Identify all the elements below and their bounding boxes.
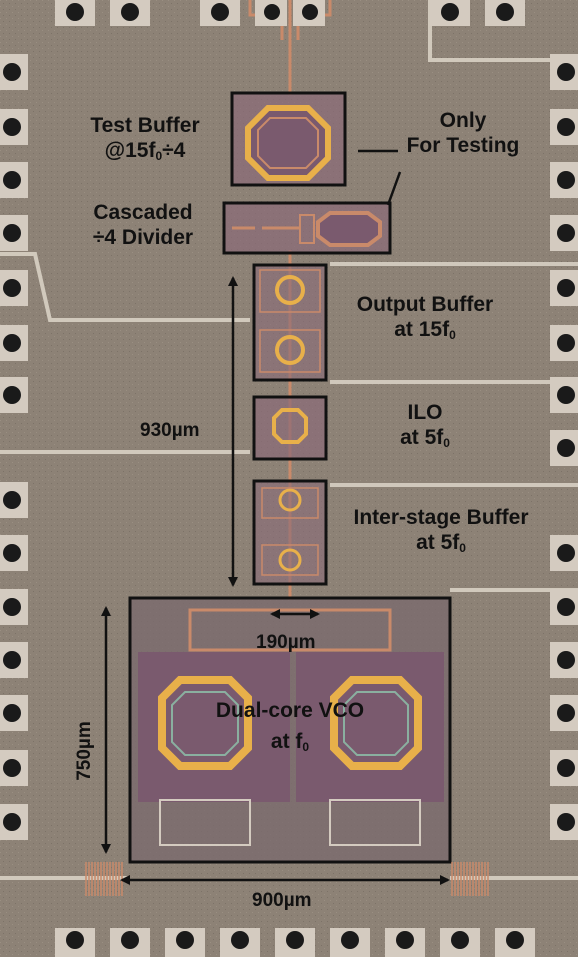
- label-interstage-buffer: Inter-stage Buffer at 5f0: [353, 506, 529, 556]
- annotation-arrows: [101, 149, 450, 885]
- dim-label-750: 750µm: [74, 721, 95, 781]
- pad-left-3-bond: [3, 224, 21, 242]
- pad-right-2-bond: [557, 171, 575, 189]
- pad-left-11-bond: [3, 704, 21, 722]
- pads-bottom: [55, 928, 535, 957]
- pad-left-9-bond: [3, 598, 21, 616]
- pad-right-4-bond: [557, 279, 575, 297]
- pad-left-0-bond: [3, 63, 21, 81]
- test-buffer-block: [230, 91, 347, 187]
- interstage-buffer-block: [252, 479, 328, 586]
- pad-left-2-bond: [3, 171, 21, 189]
- pad-right-11-bond: [557, 704, 575, 722]
- pad-left-6-bond: [3, 386, 21, 404]
- label-only-for-testing: Only For Testing: [406, 109, 520, 158]
- pads-left: [0, 54, 28, 840]
- pad-left-8-bond: [3, 544, 21, 562]
- pad-right-7-bond: [557, 439, 575, 457]
- pad-right-10-bond: [557, 651, 575, 669]
- pad-left-10-bond: [3, 651, 21, 669]
- dim-label-900: 900µm: [252, 890, 312, 911]
- metal-bus-lines: [0, 0, 578, 880]
- pad-right-6-bond: [557, 386, 575, 404]
- pad-left-12-bond: [3, 759, 21, 777]
- pad-right-12-bond: [557, 759, 575, 777]
- pad-right-8-bond: [557, 544, 575, 562]
- pad-right-0-bond: [557, 63, 575, 81]
- pad-left-13-bond: [3, 813, 21, 831]
- pads-right: [550, 54, 578, 840]
- dim-label-190: 190µm: [256, 632, 316, 653]
- pad-left-7-bond: [3, 491, 21, 509]
- pad-right-5-bond: [557, 334, 575, 352]
- dim-label-930: 930µm: [140, 420, 200, 441]
- pad-right-3-bond: [557, 224, 575, 242]
- decoupling-comb: [85, 862, 489, 896]
- pad-left-1-bond: [3, 118, 21, 136]
- leader-divider: [386, 171, 402, 206]
- label-output-buffer: Output Buffer at 15f0: [356, 293, 494, 343]
- pad-left-4-bond: [3, 279, 21, 297]
- pad-right-13-bond: [557, 813, 575, 831]
- pad-right-9-bond: [557, 598, 575, 616]
- divider-block: [222, 201, 392, 255]
- output-buffer-block: [252, 263, 328, 382]
- ilo-block: [252, 395, 328, 461]
- label-cascaded-divider: Cascaded ÷4 Divider: [92, 201, 194, 250]
- pad-right-1-bond: [557, 118, 575, 136]
- label-ilo: ILO at 5f0: [400, 401, 450, 451]
- label-dual-core-vco: Dual-core VCO at f0: [215, 699, 365, 755]
- pad-left-5-bond: [3, 334, 21, 352]
- label-test-buffer: Test Buffer @15f0÷4: [90, 114, 200, 164]
- vco-block: [128, 596, 452, 864]
- pads-top: [55, 0, 525, 26]
